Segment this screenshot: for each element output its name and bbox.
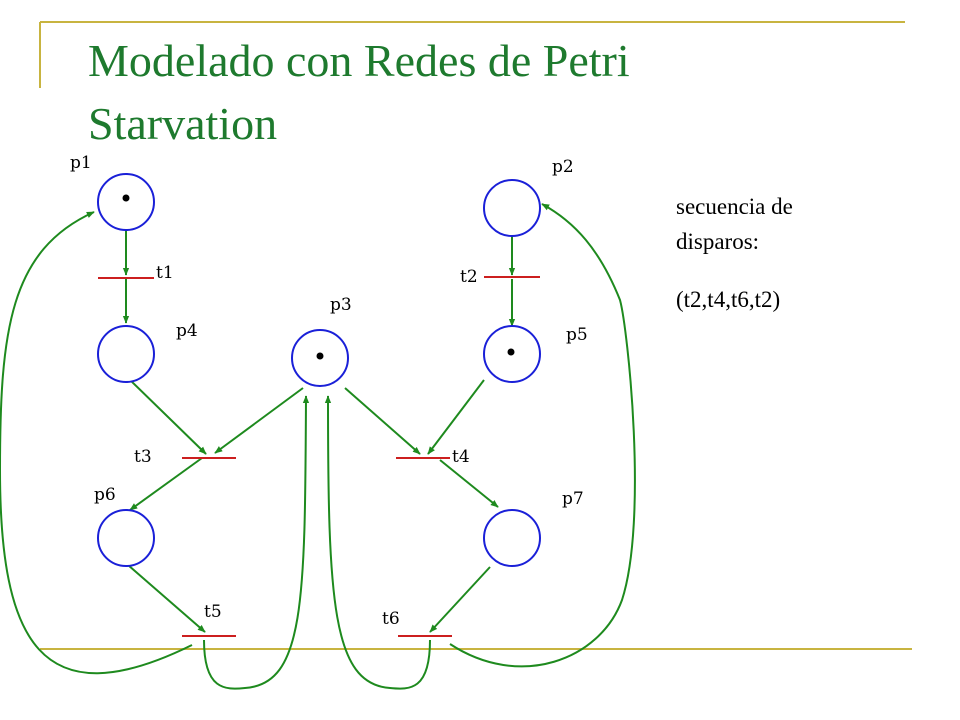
place-circle — [97, 173, 155, 231]
place-p7: p7 — [483, 489, 584, 567]
transition-t4: t4 — [396, 447, 470, 467]
place-p3: p3 — [291, 295, 352, 387]
transition-label-t1: t1 — [156, 263, 174, 283]
place-p4: p4 — [97, 321, 198, 383]
arc-t5-p1 — [0, 211, 193, 675]
arc-p4-t3 — [127, 377, 207, 455]
arcs — [0, 203, 636, 690]
transition-label-t4: t4 — [452, 447, 470, 467]
token — [316, 352, 324, 360]
place-label-p3: p3 — [330, 295, 352, 315]
place-label-p6: p6 — [94, 485, 116, 505]
arc-t4-p7 — [439, 459, 499, 508]
place-circle — [97, 509, 155, 567]
place-circle — [97, 325, 155, 383]
sequence-label-line1: secuencia de — [676, 194, 793, 219]
transition-t2: t2 — [460, 267, 540, 287]
transition-label-t5: t5 — [204, 602, 222, 622]
token — [507, 348, 515, 356]
transition-t5: t5 — [182, 602, 236, 637]
place-label-p2: p2 — [552, 157, 574, 177]
transition-t3: t3 — [134, 447, 236, 467]
place-p1: p1 — [70, 153, 155, 231]
sequence-label-line2: disparos: — [676, 229, 760, 254]
place-circle — [483, 509, 541, 567]
slide-subtitle: Starvation — [88, 98, 278, 149]
transition-t6: t6 — [382, 609, 452, 637]
place-label-p4: p4 — [176, 321, 198, 341]
transition-label-t6: t6 — [382, 609, 400, 629]
arc-t3-p6 — [129, 457, 203, 511]
transition-label-t3: t3 — [134, 447, 152, 467]
arc-t5-p3 — [203, 395, 310, 690]
arc-t6-p2 — [449, 203, 636, 668]
arc-p7-t6 — [429, 566, 491, 633]
place-label-p1: p1 — [70, 153, 92, 173]
place-p2: p2 — [483, 157, 574, 237]
arc-t6-p3 — [324, 395, 431, 690]
sequence-value: (t2,t4,t6,t2) — [676, 287, 781, 312]
place-label-p5: p5 — [566, 325, 588, 345]
place-label-p7: p7 — [562, 489, 584, 509]
slide-title: Modelado con Redes de Petri — [88, 35, 630, 86]
place-circle — [483, 179, 541, 237]
arc-p3-t4 — [344, 387, 421, 455]
arc-p5-t4 — [427, 379, 485, 455]
place-p5: p5 — [483, 325, 588, 383]
arc-p3-t3 — [214, 387, 304, 454]
transition-t1: t1 — [98, 263, 174, 283]
token — [122, 194, 130, 202]
arc-p6-t5 — [127, 564, 206, 633]
place-p6: p6 — [94, 485, 155, 567]
transition-label-t2: t2 — [460, 267, 478, 287]
